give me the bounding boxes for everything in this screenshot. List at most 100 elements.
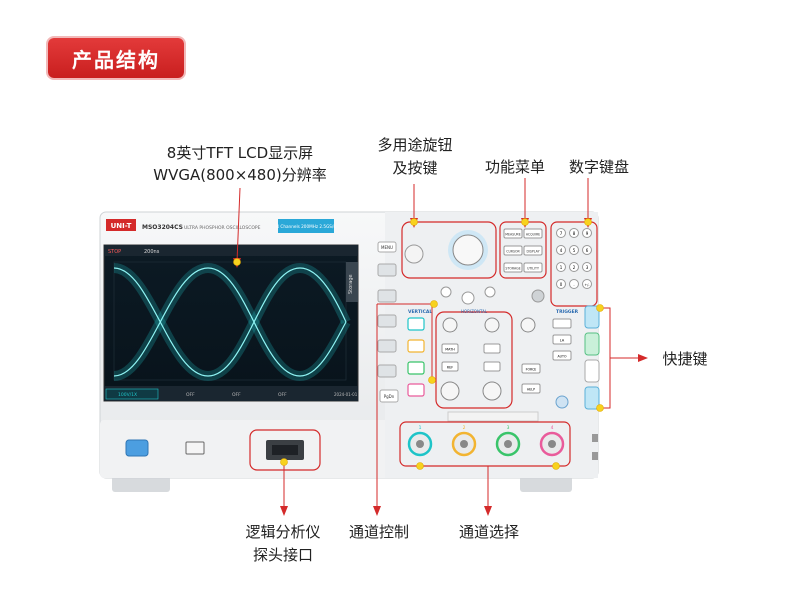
marker-knob bbox=[410, 218, 418, 226]
marker-shortcut-top bbox=[596, 304, 604, 312]
side-jack-2 bbox=[592, 452, 598, 460]
key-label: 1 bbox=[560, 265, 563, 270]
storage-button[interactable] bbox=[503, 262, 523, 273]
keypad-highlight bbox=[550, 221, 598, 307]
ch4-select-button[interactable] bbox=[407, 383, 425, 397]
auto-button[interactable] bbox=[552, 350, 572, 361]
multipurpose-knob[interactable] bbox=[452, 234, 484, 266]
ch3-select-button[interactable] bbox=[407, 361, 425, 375]
key[interactable] bbox=[556, 262, 566, 272]
marker-keypad bbox=[584, 218, 592, 226]
default-button[interactable] bbox=[555, 395, 569, 409]
power-button[interactable] bbox=[125, 439, 149, 457]
softkey-3[interactable] bbox=[377, 314, 397, 328]
auto-label: AUTO bbox=[558, 355, 567, 359]
menu-button[interactable] bbox=[377, 241, 397, 253]
softkey-2[interactable] bbox=[377, 289, 397, 303]
key[interactable] bbox=[582, 279, 592, 289]
key[interactable] bbox=[556, 245, 566, 255]
screen-timebase: 200ns bbox=[144, 249, 160, 255]
math-button[interactable] bbox=[441, 343, 459, 354]
acquire-button[interactable] bbox=[523, 228, 543, 239]
softkey-5[interactable] bbox=[377, 364, 397, 378]
label-la-line1: 逻辑分析仪 bbox=[245, 523, 321, 541]
label-function-menu: 功能菜单 bbox=[484, 158, 545, 176]
ch1-number: 1 bbox=[419, 425, 422, 431]
key[interactable] bbox=[582, 228, 592, 238]
marker-channel-select-left bbox=[416, 462, 424, 470]
help-button[interactable] bbox=[521, 383, 541, 394]
menu-button-label: MENU bbox=[381, 245, 393, 250]
ch1-select-button[interactable] bbox=[407, 317, 425, 331]
channel-control-highlight bbox=[435, 311, 513, 409]
ch4-bnc-center bbox=[548, 440, 556, 448]
key-label: 4 bbox=[560, 248, 563, 253]
nav-center-button[interactable] bbox=[461, 291, 475, 305]
zoom-button[interactable] bbox=[483, 343, 501, 354]
measure-label: MEASURE bbox=[505, 233, 521, 237]
utility-button[interactable] bbox=[523, 262, 543, 273]
key[interactable] bbox=[556, 279, 566, 289]
label-knob-line2: 及按键 bbox=[392, 159, 438, 177]
marker-display bbox=[233, 258, 241, 266]
horizontal-position-knob[interactable] bbox=[484, 317, 500, 333]
vertical-scale-knob[interactable] bbox=[440, 381, 460, 401]
nav-left-button[interactable] bbox=[440, 286, 452, 298]
nav-right-button[interactable] bbox=[484, 286, 496, 298]
ch4-off: OFF bbox=[278, 392, 287, 398]
knob-region-highlight bbox=[401, 221, 497, 279]
marker-channel-control-1 bbox=[430, 300, 438, 308]
la-port-highlight bbox=[249, 429, 321, 471]
ch4-number: 4 bbox=[551, 425, 554, 431]
screen-status-bar bbox=[104, 245, 358, 256]
key[interactable] bbox=[569, 262, 579, 272]
warning-label bbox=[447, 411, 539, 422]
key[interactable] bbox=[556, 228, 566, 238]
trigger-heading: TRIGGER bbox=[556, 309, 579, 315]
display-label: DISPLAY bbox=[526, 250, 539, 254]
measure-button[interactable] bbox=[503, 228, 523, 239]
front-foot-left bbox=[112, 476, 170, 492]
key[interactable] bbox=[569, 279, 579, 289]
help-label: HELP bbox=[527, 388, 535, 392]
shortcut-key-3[interactable] bbox=[584, 359, 600, 383]
intensity-knob[interactable] bbox=[404, 244, 424, 264]
search-button[interactable] bbox=[483, 361, 501, 372]
key[interactable] bbox=[582, 245, 592, 255]
ref-button[interactable] bbox=[441, 361, 459, 372]
key[interactable] bbox=[582, 262, 592, 272]
key-label: . bbox=[573, 282, 574, 287]
waveform-trace bbox=[113, 267, 347, 377]
display-button[interactable] bbox=[523, 245, 543, 256]
softkey-1[interactable] bbox=[377, 263, 397, 277]
key[interactable] bbox=[569, 228, 579, 238]
line-shortcut-bracket bbox=[600, 307, 611, 409]
la-button[interactable] bbox=[552, 334, 572, 345]
shortcut-key-4[interactable] bbox=[584, 386, 600, 410]
vertical-heading: VERTICAL bbox=[408, 309, 432, 315]
marker-shortcut-bottom bbox=[596, 404, 604, 412]
model-text: MSO3204CS bbox=[142, 224, 183, 231]
cursor-button[interactable] bbox=[503, 245, 523, 256]
run-stop-button[interactable] bbox=[531, 289, 545, 303]
softkey-4[interactable] bbox=[377, 339, 397, 353]
trigger-level-knob[interactable] bbox=[520, 317, 536, 333]
label-display-line1: 8英寸TFT LCD显示屏 bbox=[166, 144, 314, 162]
force-button[interactable] bbox=[521, 363, 541, 374]
spec-badge bbox=[278, 219, 334, 233]
ch3-number: 3 bbox=[507, 425, 510, 431]
pgdn-button[interactable] bbox=[379, 389, 399, 403]
vertical-position-knob[interactable] bbox=[442, 317, 458, 333]
math-label: MATH bbox=[445, 348, 455, 352]
marker-la-port bbox=[280, 458, 288, 466]
shortcut-key-1[interactable] bbox=[584, 305, 600, 329]
ch2-select-button[interactable] bbox=[407, 339, 425, 353]
trigger-menu-button[interactable] bbox=[552, 318, 572, 329]
key[interactable] bbox=[569, 245, 579, 255]
shortcut-key-2[interactable] bbox=[584, 332, 600, 356]
usb-port[interactable] bbox=[185, 441, 205, 455]
horizontal-scale-knob[interactable] bbox=[482, 381, 502, 401]
key-label: 0 bbox=[560, 282, 563, 287]
brand-text: UNI-T bbox=[111, 222, 132, 230]
pgdn-label: PgDn bbox=[384, 394, 395, 399]
